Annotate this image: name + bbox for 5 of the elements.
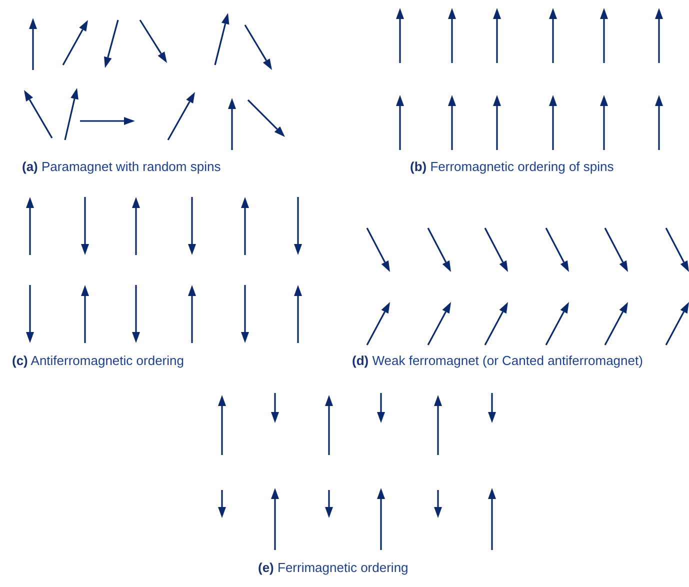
- figure-caption: (a) Paramagnet with random spins: [22, 159, 221, 174]
- figure-caption: (b) Ferromagnetic ordering of spins: [410, 159, 614, 174]
- figure-caption: (e) Ferrimagnetic ordering: [258, 560, 408, 575]
- figure-caption: (c) Antiferromagnetic ordering: [12, 353, 184, 368]
- figure-caption: (d) Weak ferromagnet (or Canted antiferromagnet): [352, 353, 643, 368]
